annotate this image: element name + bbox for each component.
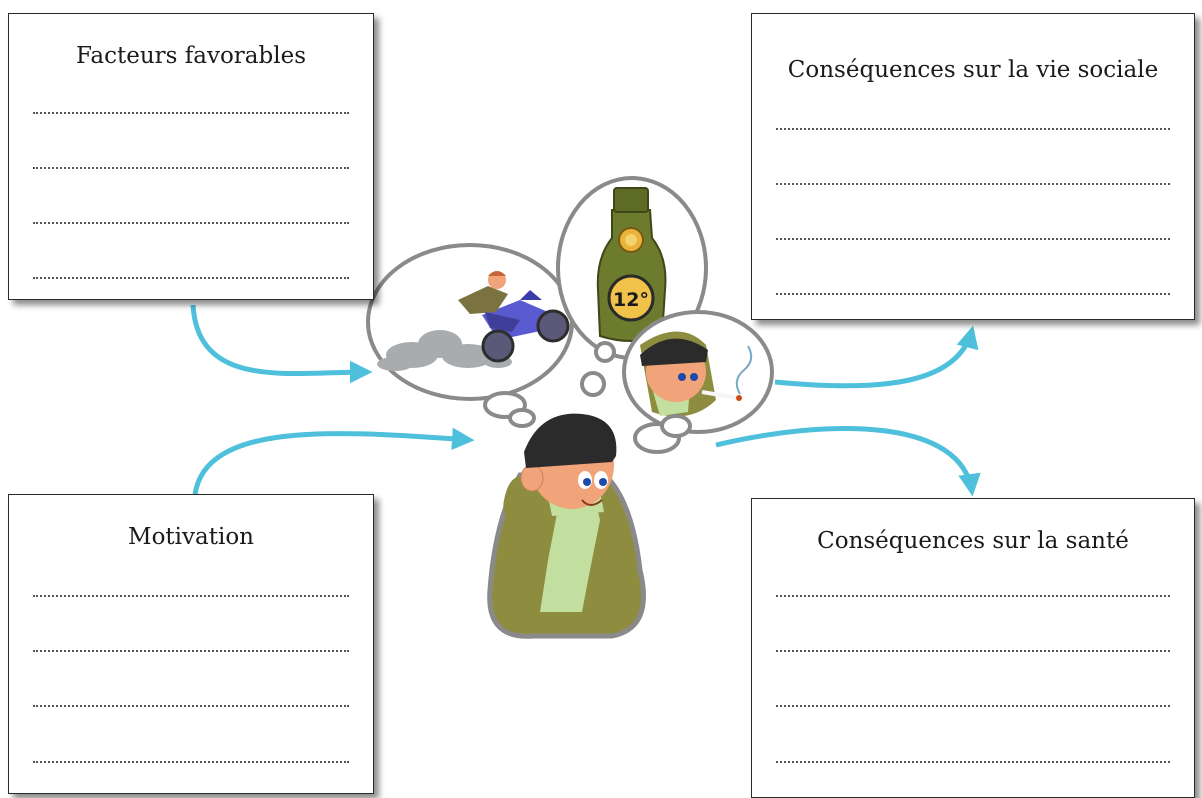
- arrow-to-vie-sociale: [774, 325, 979, 389]
- thought-bubble-motorbike: [366, 243, 574, 401]
- answer-line[interactable]: [776, 595, 1170, 597]
- answer-line[interactable]: [33, 761, 349, 763]
- answer-line[interactable]: [33, 222, 349, 224]
- thought-bubble-bottle: 12°: [556, 176, 708, 360]
- answer-line[interactable]: [33, 595, 349, 597]
- box-title-motivation: Motivation: [128, 524, 254, 550]
- answer-line[interactable]: [33, 167, 349, 169]
- thought-bubble-smoking: [622, 310, 774, 434]
- box-vie-sociale: Conséquences sur la vie sociale: [751, 13, 1195, 320]
- answer-line[interactable]: [33, 705, 349, 707]
- bottle-icon: 12°: [596, 187, 667, 342]
- arrow-motivation-to-person: [192, 427, 475, 496]
- answer-line[interactable]: [33, 277, 349, 279]
- motorbike-rider: [458, 271, 570, 363]
- box-motivation: Motivation: [8, 494, 374, 794]
- box-title-vie-sociale: Conséquences sur la vie sociale: [787, 57, 1159, 83]
- smoke-wisp: [735, 345, 753, 395]
- box-facteurs-favorables: Facteurs favorables: [8, 13, 374, 300]
- answer-line[interactable]: [776, 293, 1170, 295]
- diagram-illustration: 12°: [190, 176, 981, 639]
- box-title-facteurs: Facteurs favorables: [75, 43, 307, 69]
- answer-line[interactable]: [776, 761, 1170, 763]
- arrow-facteurs-to-thoughts: [190, 304, 373, 384]
- answer-line[interactable]: [33, 650, 349, 652]
- person-figure: [487, 413, 646, 639]
- answer-line[interactable]: [33, 112, 349, 114]
- arrow-to-sante: [715, 426, 981, 497]
- answer-line[interactable]: [776, 238, 1170, 240]
- answer-line[interactable]: [776, 128, 1170, 130]
- answer-line[interactable]: [776, 650, 1170, 652]
- answer-line[interactable]: [776, 705, 1170, 707]
- bottle-label: 12°: [613, 289, 649, 311]
- thought-trail: [483, 341, 692, 454]
- answer-line[interactable]: [776, 183, 1170, 185]
- box-title-sante: Conséquences sur la santé: [817, 528, 1129, 554]
- box-sante: Conséquences sur la santé: [751, 498, 1195, 798]
